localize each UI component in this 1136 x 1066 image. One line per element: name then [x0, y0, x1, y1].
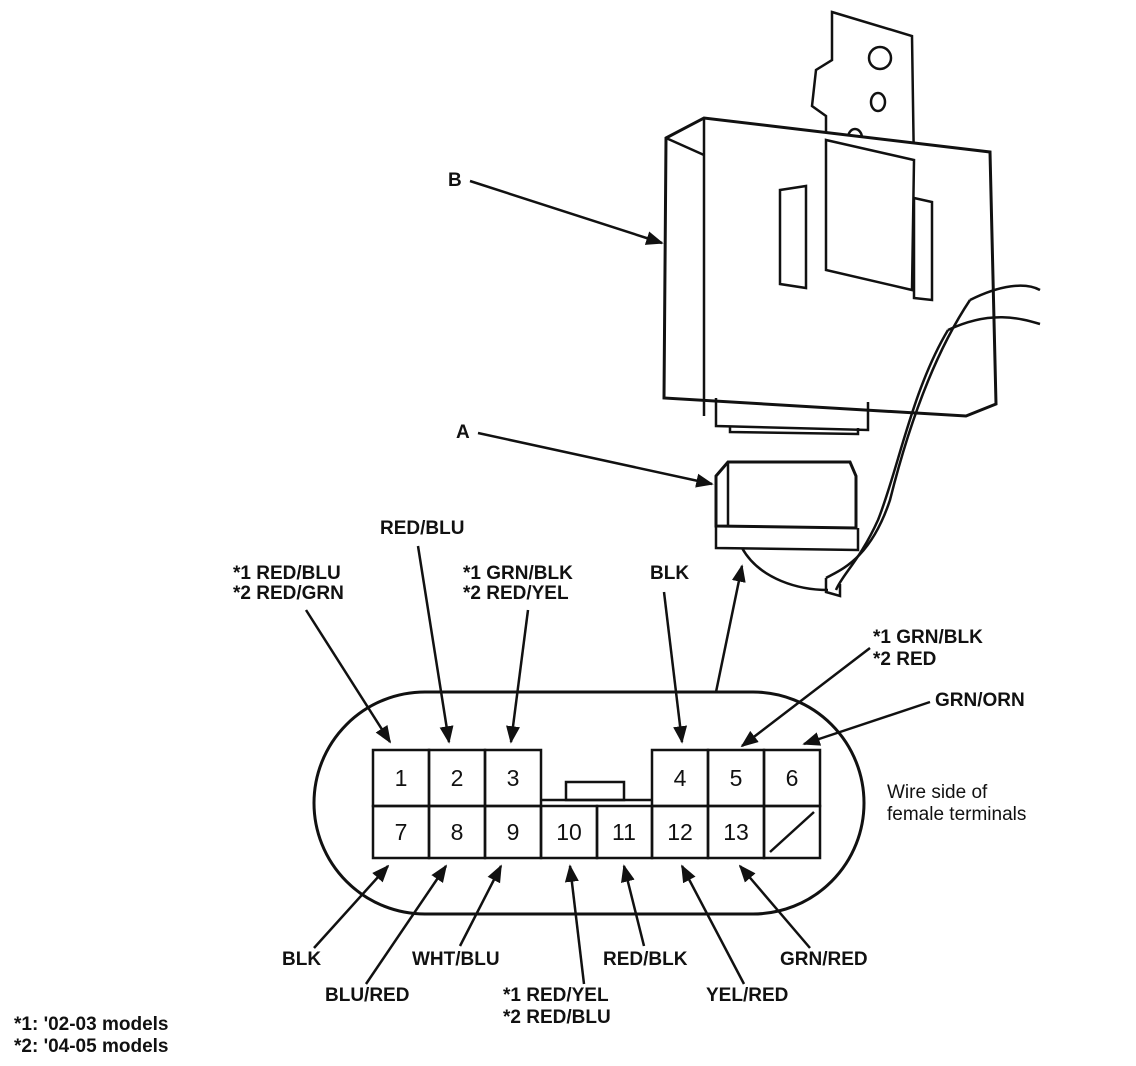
- wire-label-pin6: GRN/ORN: [935, 690, 1025, 711]
- terminal-cell-empty: [762, 804, 822, 860]
- wire-label-pin1-line2: *2 RED/GRN: [233, 583, 344, 604]
- callout-b-label: B: [448, 170, 462, 191]
- pin-number-8: 8: [451, 819, 464, 845]
- wire-label-pin3-line1: *1 GRN/BLK: [463, 563, 573, 584]
- wire-arrow-pin13: [738, 864, 811, 949]
- pin-number-9: 9: [507, 819, 520, 845]
- pin-number-1: 1: [395, 765, 408, 791]
- wire-arrow-pin12: [680, 864, 746, 985]
- pin-number-10: 10: [556, 819, 582, 845]
- wire-arrow-pin7: [313, 864, 390, 949]
- wire-label-pin11: RED/BLK: [603, 949, 688, 970]
- wire-arrow-pin3: [506, 609, 530, 744]
- callout-a-arrow: [477, 431, 714, 488]
- pin-number-7: 7: [395, 819, 408, 845]
- control-unit-illustration: [662, 10, 1041, 598]
- callout-b-arrow: [469, 179, 664, 245]
- wire-arrow-pin5: [740, 647, 871, 748]
- wire-arrow-pin10: [564, 864, 586, 985]
- pin-number-5: 5: [730, 765, 743, 791]
- wire-label-pin10-line2: *2 RED/BLU: [503, 1007, 611, 1028]
- pin-number-6: 6: [786, 765, 799, 791]
- wire-arrow-pin8: [364, 864, 448, 985]
- wire-arrow-pin6: [802, 700, 931, 746]
- pin-number-4: 4: [674, 765, 687, 791]
- connector-note-line2: female terminals: [887, 804, 1026, 825]
- wire-label-pin12: YEL/RED: [706, 985, 788, 1006]
- wire-label-pin5-line1: *1 GRN/BLK: [873, 627, 983, 648]
- wire-label-pin10-line1: *1 RED/YEL: [503, 985, 609, 1006]
- wire-label-pin9: WHT/BLU: [412, 949, 500, 970]
- wire-arrow-pin2: [416, 545, 454, 744]
- pin-number-11: 11: [612, 819, 636, 845]
- pin-number-13: 13: [723, 819, 749, 845]
- footnote-1: *1: '02-03 models: [14, 1014, 168, 1035]
- wire-label-pin13: GRN/RED: [780, 949, 868, 970]
- wire-arrow-pin9: [458, 864, 503, 947]
- callout-a-label: A: [456, 422, 470, 443]
- footnote-2: *2: '04-05 models: [14, 1036, 168, 1057]
- connector-note-line1: Wire side of: [887, 782, 988, 803]
- wire-arrow-pin4: [662, 591, 688, 744]
- wire-label-pin7: BLK: [282, 949, 321, 970]
- pin-number-2: 2: [451, 765, 464, 791]
- connector-a-illustration: [714, 460, 860, 592]
- wire-label-pin3-line2: *2 RED/YEL: [463, 583, 569, 604]
- connector-face: [312, 690, 866, 916]
- wire-label-pin5-line2: *2 RED: [873, 649, 936, 670]
- pin-number-3: 3: [507, 765, 520, 791]
- wire-arrow-pin11: [621, 864, 646, 947]
- wire-label-pin8: BLU/RED: [325, 985, 409, 1006]
- pin-number-12: 12: [667, 819, 693, 845]
- wire-label-pin4: BLK: [650, 563, 689, 584]
- wire-label-pin1-line1: *1 RED/BLU: [233, 563, 341, 584]
- connector-reference-arrow: [714, 564, 746, 693]
- wire-arrow-pin1: [304, 609, 392, 744]
- wire-label-pin2: RED/BLU: [380, 518, 464, 539]
